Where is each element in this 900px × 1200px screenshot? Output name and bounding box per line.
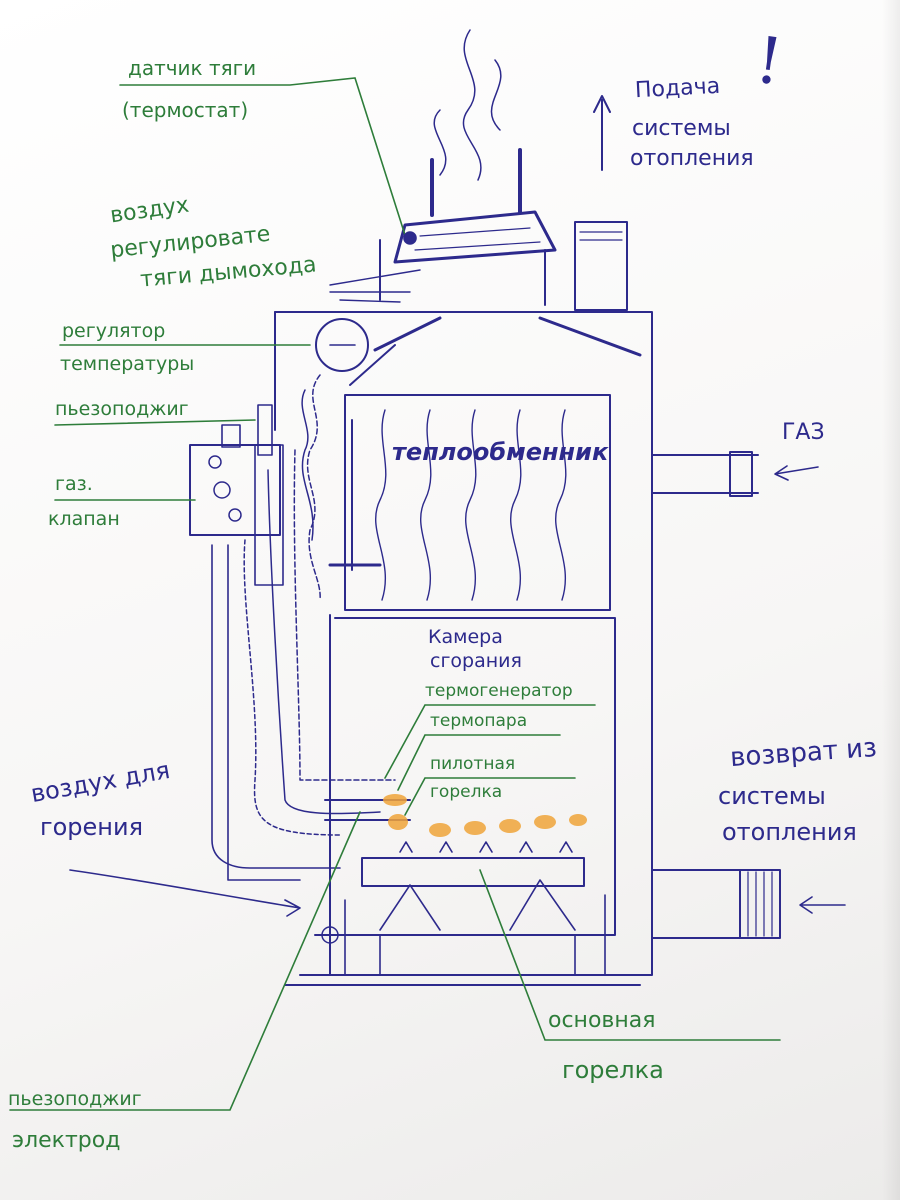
piezo-electrode-label-2: электрод [12,1128,121,1153]
chamber-label-2: сгорания [430,650,522,672]
chamber-label-1: Камера [428,626,503,648]
combustion-air-arrow [69,869,301,917]
pilot-label-1: пилотная [430,754,516,774]
main-burner-label-1: основная [548,1008,656,1033]
gas-valve [189,444,281,536]
thermostat-bulb [301,389,314,541]
baffle-left [373,316,442,352]
thermogenerator-label: термогенератор [425,681,573,701]
burner-supports [379,879,576,931]
thermocouple-label: термопара [430,711,528,731]
gas-arrow [774,465,819,481]
draft-hood-lines [414,227,541,251]
draft-hood [393,210,557,264]
leader-piezo-electrode [9,811,361,1111]
supply-outlet-pipe [574,221,628,311]
leader-main-burner [479,869,781,1041]
burner-nozzles [399,841,573,853]
supply-label-3: отопления [630,146,754,171]
return-arrow [799,896,846,914]
leader-draft-sensor [119,77,406,236]
thermostat-label: (термостат) [122,98,249,122]
main-gas-line [227,544,301,881]
piezo-label: пьезоподжиг [55,398,189,420]
supply-arrow [593,95,611,171]
pilot-ring [321,926,339,944]
pilot-gas-line [211,544,341,869]
flames [383,794,587,837]
return-label-2: системы [718,782,826,810]
gas-label: ГАЗ [782,420,825,445]
flue-divider [349,344,396,386]
temp-regulator-label-2: температуры [60,353,195,375]
main-burner-label-2: горелка [562,1056,664,1084]
main-burner-manifold [361,857,585,887]
smoke-curl [490,59,502,131]
chimney-flue [430,148,522,217]
smoke-curl [462,29,482,181]
return-inlet-union [739,869,781,939]
pilot-label-2: горелка [430,782,503,802]
baffle-right [538,316,642,357]
gas-valve-body [254,444,284,586]
gas-inlet-union [729,451,753,497]
piezo-wire [267,469,381,815]
paper-edge-shadow [882,0,900,1200]
boiler-body [274,311,653,976]
return-label-3: отопления [722,818,857,846]
thermocouple-wire [243,539,341,836]
gas-inlet-pipe [651,454,759,494]
temperature-regulator [315,318,369,372]
supply-label-2: системы [632,116,731,141]
combustion-air-label-2: горения [40,813,144,841]
leader-pilot [404,777,576,816]
heat-exchanger-fins [375,409,567,601]
draft-air-arrow [329,269,421,303]
supply-label-1: Подача [634,73,721,104]
flue-base [379,239,546,306]
gas-valve-label-2: клапан [48,508,120,530]
boiler-legs [344,894,606,976]
thermogen-wire [293,449,396,781]
gas-valve-label-1: газ. [55,473,93,495]
piezo-unit [257,404,273,456]
piezo-button [221,424,241,448]
leader-thermogenerator [384,704,596,779]
smoke-curl [433,109,447,176]
heat-exchanger-label: теплообменник [392,438,609,466]
draft-sensor-label: датчик тяги [128,56,257,80]
temp-regulator-label-1: регулятор [62,320,166,342]
leader-thermocouple [397,734,561,791]
capillary-tube [306,374,321,601]
piezo-electrode-label-1: пьезоподжиг [8,1088,142,1110]
heat-exchanger [344,394,611,611]
leader-piezo [54,419,256,426]
